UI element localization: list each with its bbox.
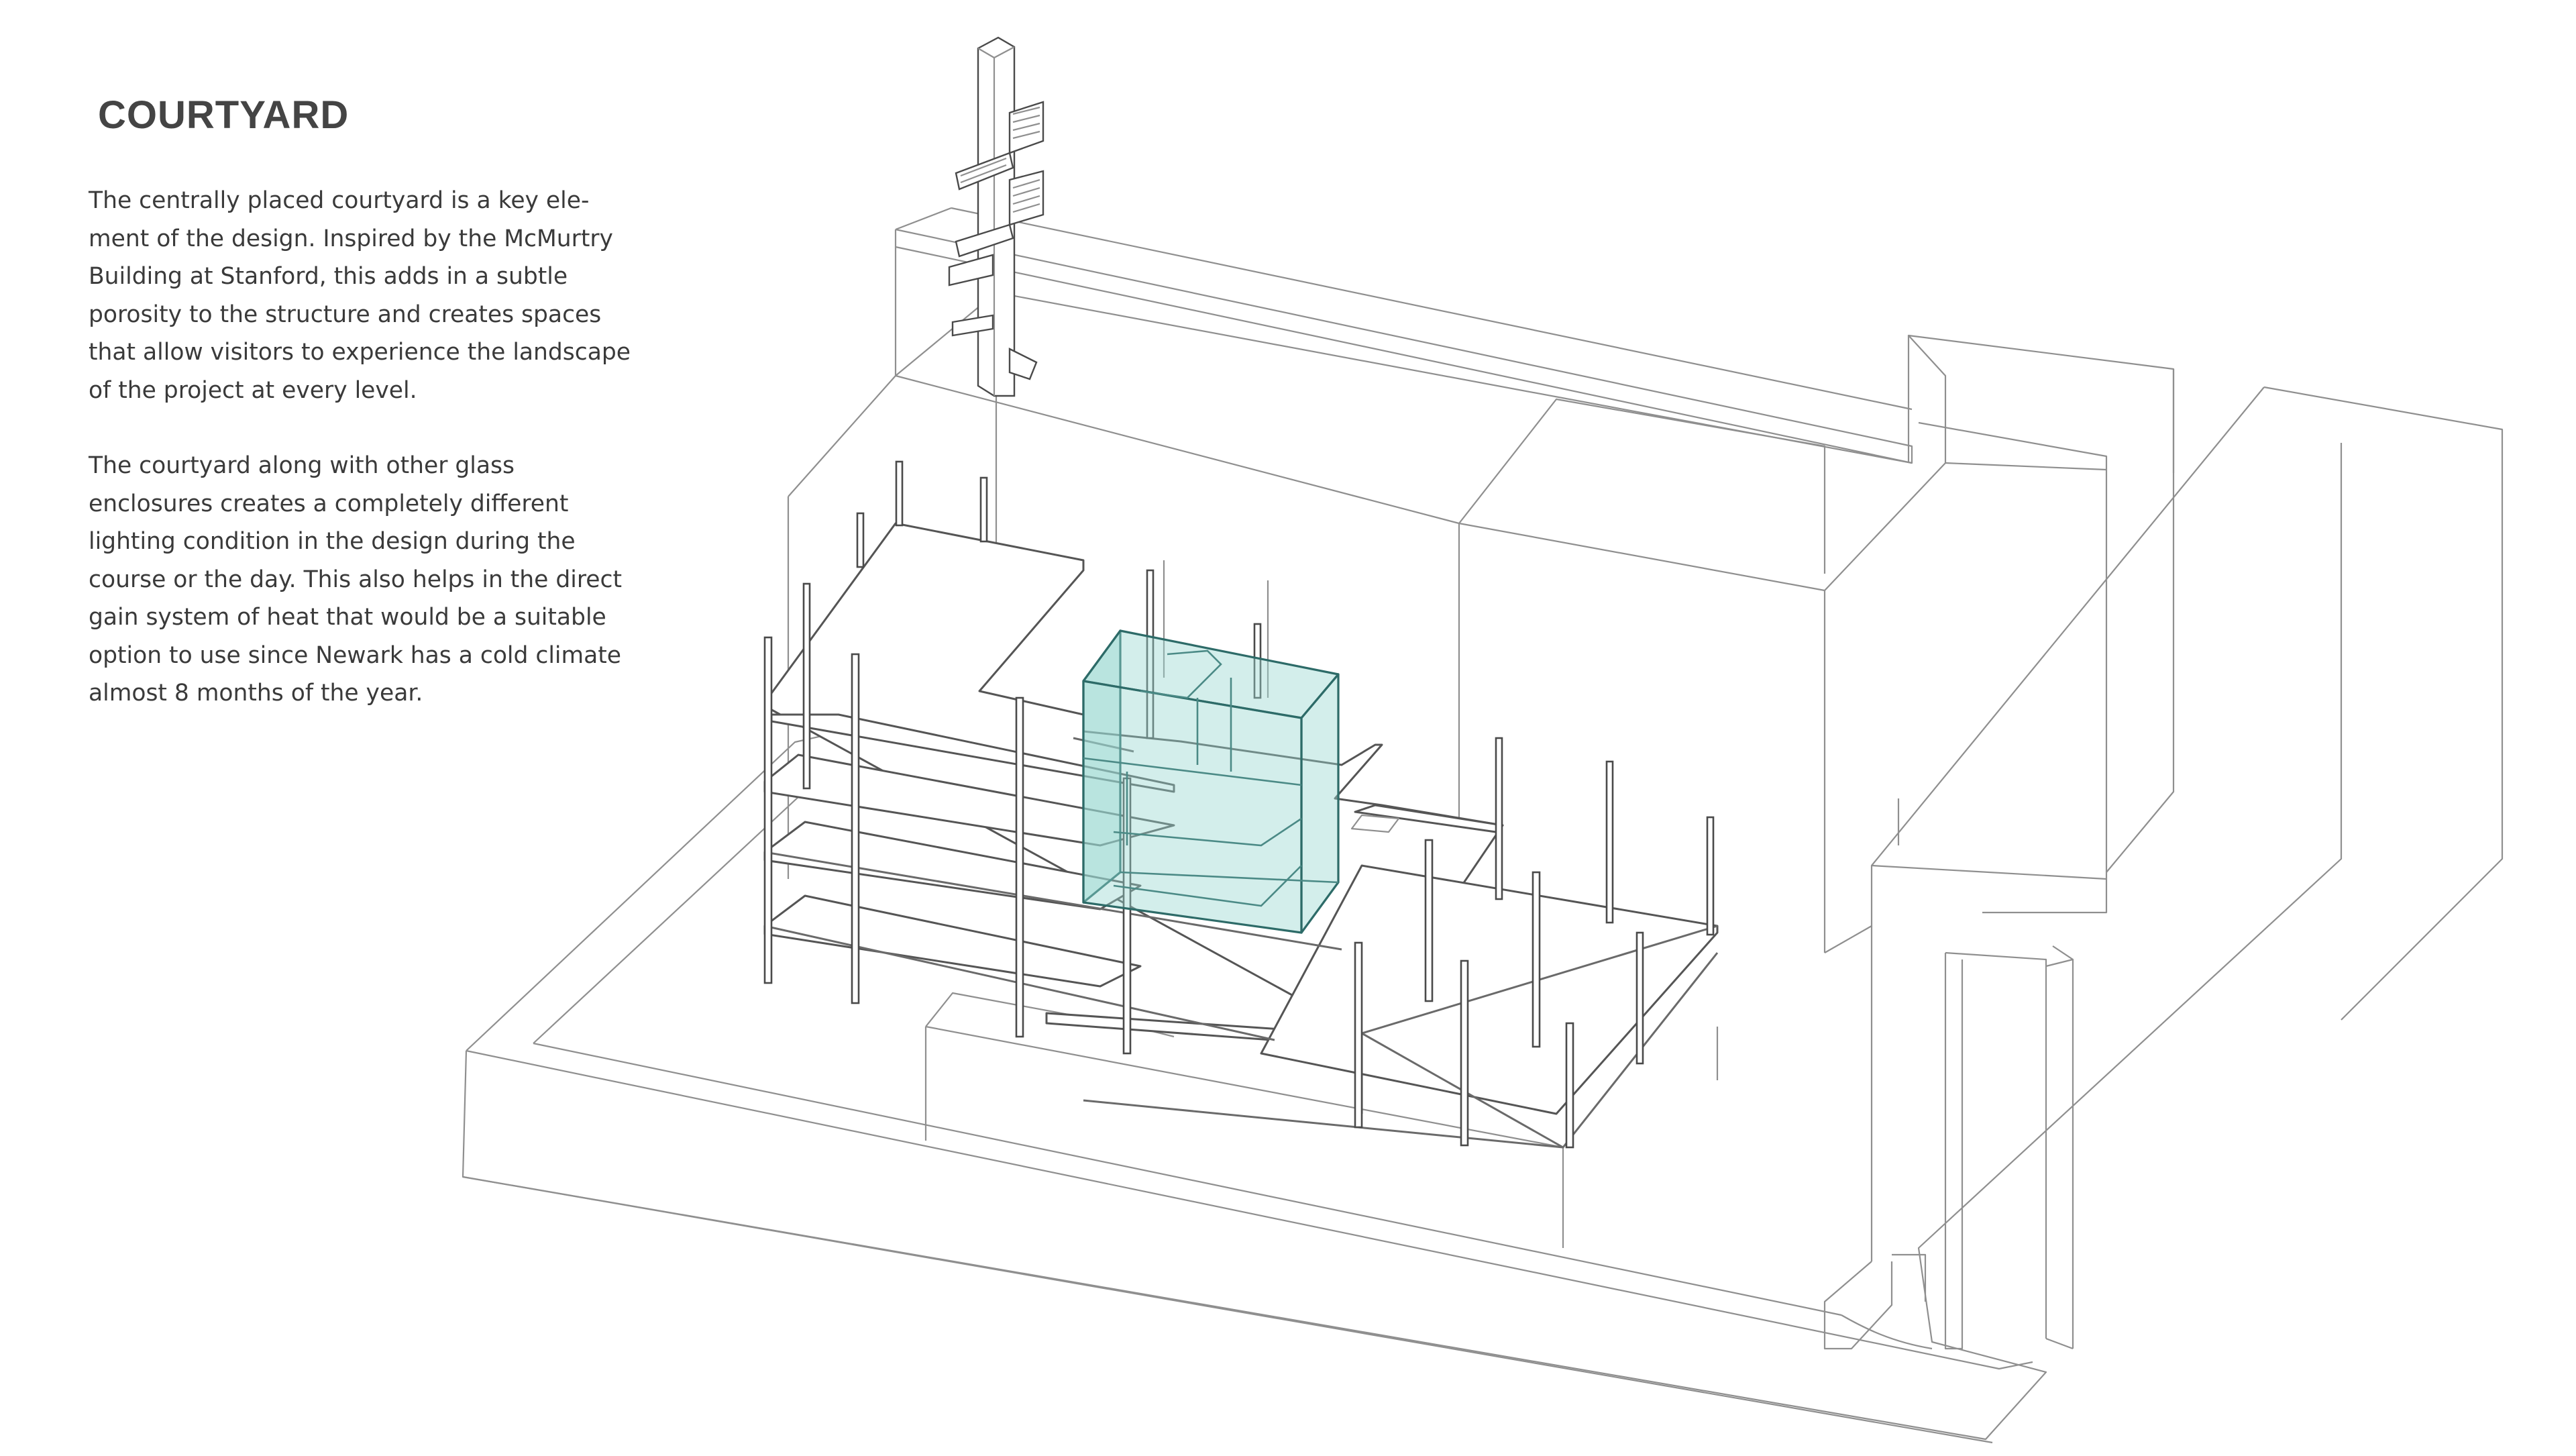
glass-courtyard: [1082, 629, 1340, 934]
column: [763, 636, 773, 984]
column: [1532, 871, 1541, 1048]
column: [1605, 760, 1614, 924]
column: [1635, 931, 1644, 1065]
paragraph-line: of the project at every level.: [89, 376, 417, 404]
column: [1495, 737, 1503, 900]
paragraph-line: that allow visitors to experience the la…: [89, 339, 631, 366]
stair-tower: [948, 36, 1044, 397]
column: [1460, 959, 1469, 1147]
description-panel: COURTYARD The centrally placed courtyard…: [89, 81, 631, 750]
far-right-block: [1823, 386, 2504, 1350]
paragraph-line: The courtyard along with other glass: [89, 452, 515, 479]
courtyard-opening: [1350, 814, 1400, 833]
column: [895, 460, 904, 527]
column: [1424, 839, 1434, 1002]
rear-block: [894, 207, 1913, 464]
paragraph-line: Building at Stanford, this adds in a sub…: [89, 263, 568, 290]
paragraph-line: gain system of heat that would be a suit…: [89, 604, 606, 631]
paragraph-line: The centrally placed courtyard is a key …: [89, 187, 590, 214]
column: [1253, 623, 1262, 699]
column: [1565, 1022, 1574, 1149]
paragraph-line: lighting condition in the design during …: [89, 528, 576, 555]
column: [1354, 941, 1363, 1129]
column: [802, 582, 811, 790]
column: [856, 512, 865, 568]
column: [1146, 569, 1155, 739]
page-title: COURTYARD: [98, 93, 350, 137]
paragraph-line: enclosures creates a completely differen…: [89, 490, 569, 517]
right-middle-block: [1458, 334, 2175, 953]
column: [979, 476, 988, 543]
paragraph-line: porosity to the structure and creates sp…: [89, 301, 602, 328]
paragraph-line: course or the day. This also helps in th…: [89, 566, 622, 593]
paragraph-line: ment of the design. Inspired by the McMu…: [89, 225, 613, 252]
column: [1015, 696, 1024, 1038]
floor-slabs: [763, 522, 1719, 1149]
paragraph-1: The centrally placed courtyard is a key …: [89, 182, 631, 409]
paragraph-line: almost 8 months of the year.: [89, 680, 423, 707]
column: [851, 653, 860, 1004]
glass-front-face: [1082, 680, 1303, 934]
columns: [763, 460, 1715, 1149]
paragraph-2: The courtyard along with other glass enc…: [89, 447, 622, 713]
column: [1706, 816, 1715, 936]
paragraph-line: option to use since Newark has a cold cl…: [89, 641, 622, 669]
